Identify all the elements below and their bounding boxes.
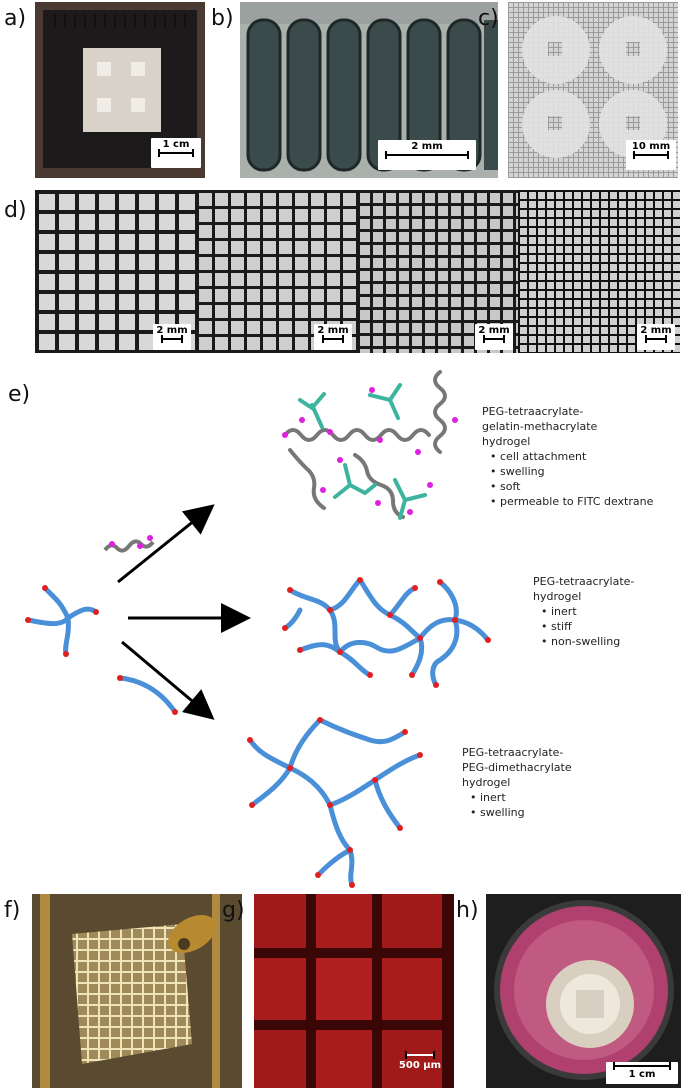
gelatin-hydrogel-description: PEG-tetraacrylate- gelatin-methacrylate … [482, 404, 653, 509]
scale-bar-a: 1 cm [151, 138, 201, 168]
scale-bar-a-line [158, 149, 194, 157]
grid-image-d4: 2 mm [518, 190, 680, 353]
panel-label-g: g) [222, 898, 245, 923]
dimeth-prop: inert [470, 790, 572, 805]
grid-image-d2: 2 mm [196, 190, 357, 353]
scale-bar-h-label: 1 cm [628, 1069, 656, 1080]
scale-bar-a-label: 1 cm [162, 139, 190, 150]
peg-crosslinks [282, 577, 491, 688]
photo-mesh-c: 10 mm [508, 2, 678, 178]
channels-micrograph [240, 2, 498, 172]
device-photo [43, 10, 197, 168]
scale-bar-d4-label: 2 mm [640, 325, 672, 336]
peg-4arm-monomer [25, 585, 99, 657]
dimeth-prop: swelling [470, 805, 572, 820]
panel-label-b: b) [211, 6, 234, 31]
hydrogel-schematic [25, 370, 491, 888]
scale-bar-d3: 2 mm [475, 324, 513, 350]
gelatin-title-2: gelatin-methacrylate [482, 420, 598, 433]
gelatin-network [283, 370, 447, 520]
scale-bar-d2: 2 mm [314, 324, 352, 350]
dimeth-network [247, 717, 423, 888]
peg-hydrogel-description: PEG-tetraacrylate- hydrogel inert stiff … [533, 574, 634, 649]
photo-scaffold-f [32, 894, 242, 1088]
scale-bar-g-label: 500 µm [398, 1060, 442, 1071]
arrow-to-gelatin [117, 504, 215, 584]
wellplate-photo [494, 900, 674, 1080]
photo-wellplate-h: 1 cm [486, 894, 681, 1088]
gelatin-title-3: hydrogel [482, 435, 531, 448]
peg-network [282, 577, 491, 688]
panel-label-h: h) [456, 898, 479, 923]
scaffold-photo [32, 894, 242, 1088]
scale-bar-d2-label: 2 mm [317, 325, 349, 336]
fluorescence-grid [254, 894, 454, 1088]
gelatin-prop: swelling [490, 464, 653, 479]
peg-title-2: hydrogel [533, 590, 582, 603]
panel-label-a: a) [4, 6, 27, 31]
scale-bar-b-line [385, 151, 469, 159]
gelatin-prop: cell attachment [490, 449, 653, 464]
panel-label-d: d) [4, 198, 27, 223]
micrograph-channels-b: 2 mm [240, 2, 498, 178]
scale-bar-d1-line [161, 335, 183, 343]
grid-image-d3: 2 mm [357, 190, 518, 353]
peg-dimethacrylate-monomer [117, 675, 178, 715]
scale-bar-d3-label: 2 mm [478, 325, 510, 336]
scale-bar-c: 10 mm [626, 140, 676, 170]
panel-label-f: f) [4, 898, 21, 923]
scale-bar-h-line [613, 1062, 671, 1070]
scale-bar-d1: 2 mm [153, 324, 191, 350]
scale-bar-g-line [405, 1051, 435, 1059]
dimeth-ends [247, 717, 423, 888]
fluorescence-image-g: 500 µm [254, 894, 454, 1088]
photo-device-a: 1 cm [35, 2, 205, 178]
peg-prop: stiff [541, 619, 634, 634]
grid-image-d1: 2 mm [35, 190, 196, 353]
acrylate-ends [25, 585, 99, 657]
arrow-to-dimeth [121, 640, 215, 720]
dimeth-title-3: hydrogel [462, 776, 511, 789]
gelatin-prop: permeable to FITC dextrane [490, 494, 653, 509]
gelatin-prop: soft [490, 479, 653, 494]
panel-label-e: e) [8, 382, 31, 407]
scale-bar-c-label: 10 mm [631, 141, 671, 152]
scale-bar-b: 2 mm [378, 140, 476, 170]
panel-label-c: c) [478, 6, 499, 31]
scale-bar-b-label: 2 mm [411, 141, 443, 152]
scale-bar-h: 1 cm [606, 1062, 678, 1084]
scale-bar-d4-line [645, 335, 667, 343]
peg-title-1: PEG-tetraacrylate- [533, 575, 635, 588]
scale-bar-d3-line [483, 335, 505, 343]
scale-bar-d4: 2 mm [637, 324, 675, 350]
scale-bar-c-line [633, 151, 669, 159]
peg-prop: non-swelling [541, 634, 634, 649]
methacrylate-ends [282, 387, 458, 515]
peg-prop: inert [541, 604, 634, 619]
scale-bar-d1-label: 2 mm [156, 325, 188, 336]
gelatin-title-1: PEG-tetraacrylate- [482, 405, 584, 418]
dimeth-hydrogel-description: PEG-tetraacrylate- PEG-dimethacrylate hy… [462, 745, 572, 820]
dimeth-title-1: PEG-tetraacrylate- [462, 746, 564, 759]
dimeth-title-2: PEG-dimethacrylate [462, 761, 572, 774]
scale-bar-d2-line [322, 335, 344, 343]
scale-bar-g: 500 µm [398, 1051, 442, 1082]
